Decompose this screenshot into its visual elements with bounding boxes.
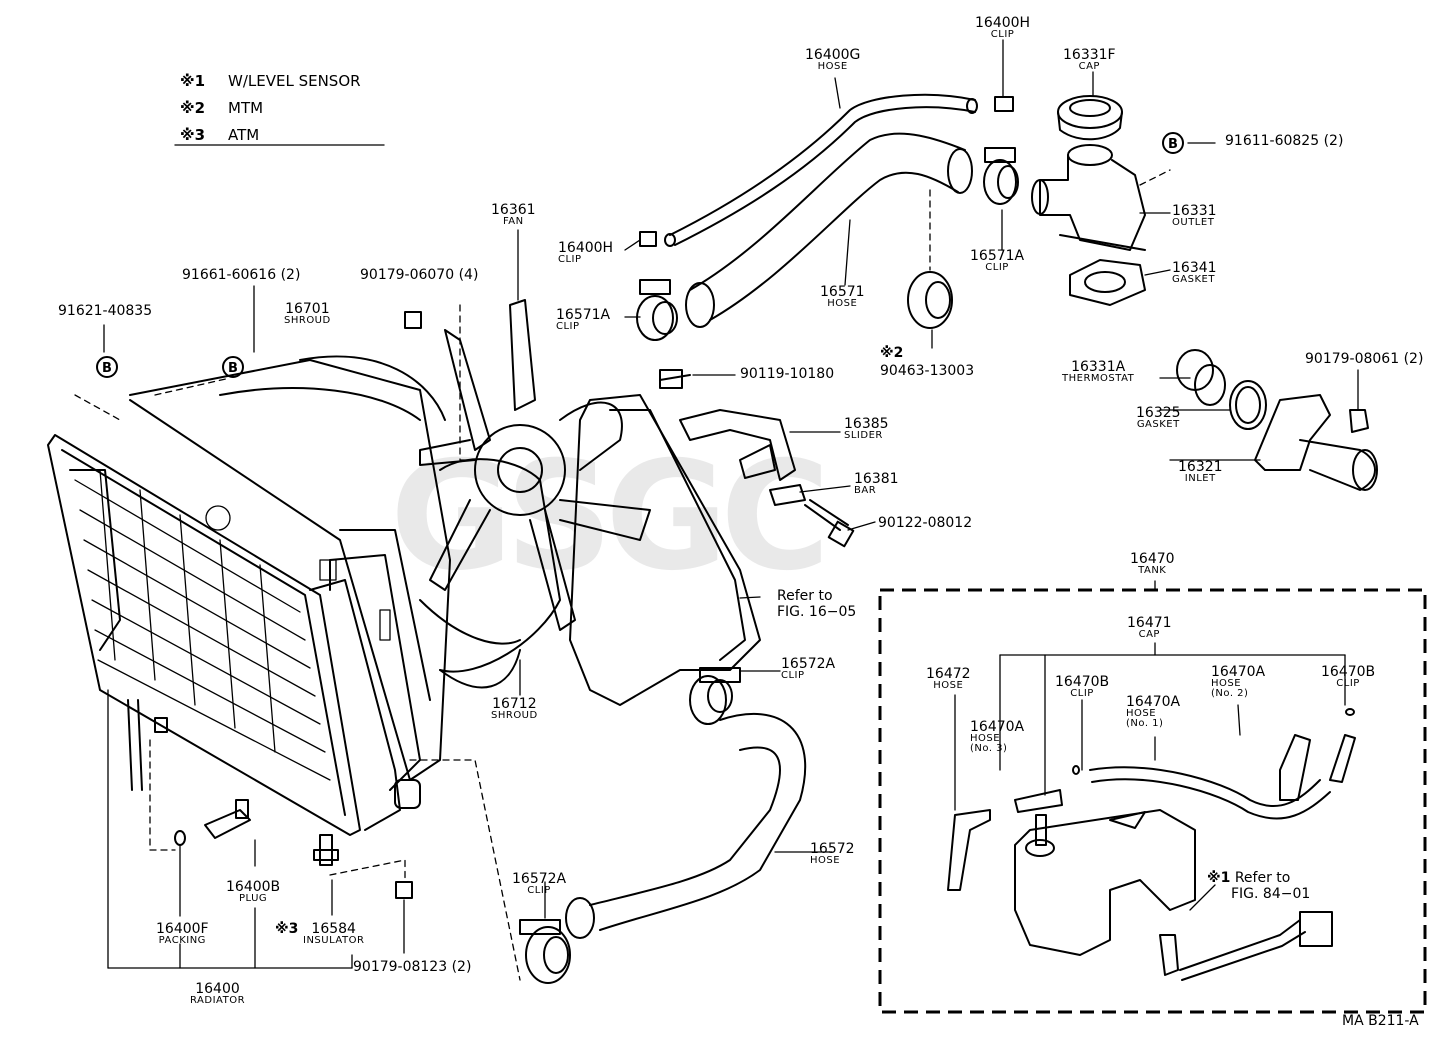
label-90179-08061: 90179-08061 (2) (1305, 351, 1424, 367)
shroud-lower-drawing (419, 458, 561, 689)
radiator-drawing (47, 434, 421, 836)
mtm-mark: ※2 (880, 345, 904, 361)
circle-b-marker: B (222, 356, 244, 378)
label-90179-06070: 90179-06070 (4) (360, 267, 479, 283)
slider-bar-drawing (404, 311, 855, 548)
atm-mark: ※3 (275, 921, 299, 937)
label-90179-08123: 90179-08123 (2) (353, 959, 472, 975)
dashed-leaders (74, 304, 521, 981)
tank-leaders (954, 580, 1346, 911)
label-90463-13003: 90463-13003 (880, 363, 975, 379)
circle-b-marker: B (1162, 132, 1184, 154)
clips-drawing (636, 96, 1019, 341)
radiator-fittings-drawing (154, 717, 413, 899)
fan-drawing (419, 299, 651, 631)
figure-code: MA B211-A (1342, 1013, 1419, 1029)
outlet-drawing (1031, 95, 1146, 306)
label-90122-08012: 90122-08012 (878, 515, 973, 531)
tank-frame (878, 588, 1427, 1014)
leader-lines (103, 39, 1359, 969)
label-91611-60825: 91611-60825 (2) (1225, 133, 1344, 149)
label-90119-10180: 90119-10180 (740, 366, 835, 382)
label-91621-40835: 91621-40835 (58, 303, 153, 319)
circle-b-marker: B (96, 356, 118, 378)
thermostat-drawing (1176, 349, 1378, 491)
watermark: GSGC (390, 430, 830, 604)
tank-drawing (947, 708, 1356, 981)
label-91661-60616: 91661-60616 (2) (182, 267, 301, 283)
shroud-upper-drawing (129, 355, 451, 781)
